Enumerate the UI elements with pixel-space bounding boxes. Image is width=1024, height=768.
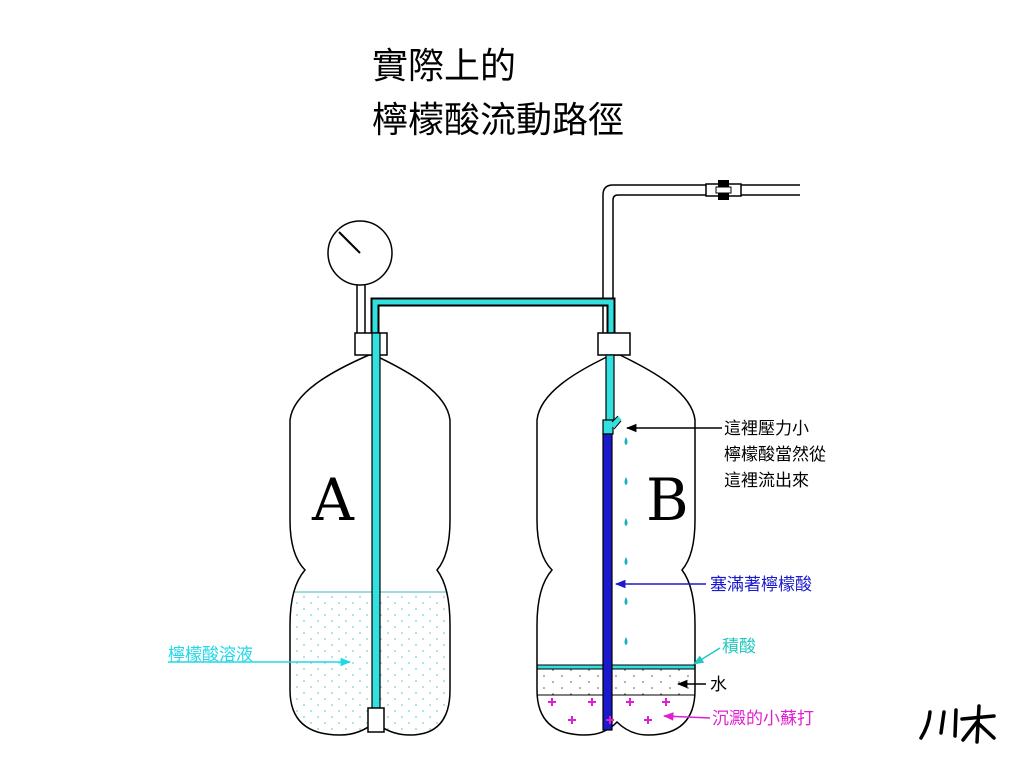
bottle-a xyxy=(289,332,451,736)
accumulated-acid-label: 積酸 xyxy=(722,637,756,657)
droplet-icons xyxy=(624,437,628,645)
pressure-gauge-icon xyxy=(327,220,393,333)
bottle-b-label: B xyxy=(646,466,689,534)
pressure-note-line-1: 這裡壓力小 xyxy=(724,419,809,439)
sediment-label: 沉澱的小蘇打 xyxy=(712,709,814,729)
outlet-pipe xyxy=(602,184,800,333)
title-line-1: 實際上的 xyxy=(372,46,516,87)
solution-label: 檸檬酸溶液 xyxy=(168,645,253,665)
pressure-note-line-2: 檸檬酸當然從 xyxy=(724,445,826,465)
connecting-tube xyxy=(370,297,616,333)
signature-icon xyxy=(919,704,996,744)
bottle-b xyxy=(536,332,696,736)
accumulated-acid-arrow xyxy=(693,647,721,665)
sediment-arrow xyxy=(662,712,711,721)
sediment-plus-marks xyxy=(548,698,670,724)
valve-icon xyxy=(705,180,742,200)
bottle-a-label: A xyxy=(311,466,355,534)
bottle-a-dip-tube xyxy=(367,332,385,733)
water-label: 水 xyxy=(710,675,727,695)
pressure-note-line-3: 這裡流出來 xyxy=(724,471,809,491)
filled-citric-label: 塞滿著檸檬酸 xyxy=(710,575,812,595)
title-line-2: 檸檬酸流動路徑 xyxy=(372,100,624,141)
bottle-b-inner-tube xyxy=(602,354,622,731)
